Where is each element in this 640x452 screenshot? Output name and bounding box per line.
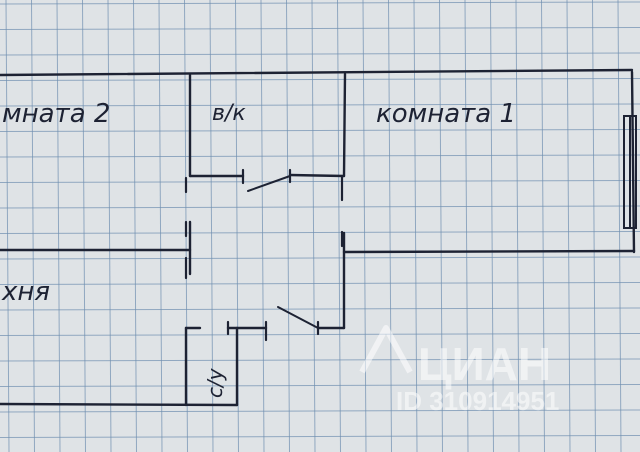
- grid-line-vertical: [158, 0, 163, 452]
- grid-line-horizontal: [0, 435, 640, 438]
- corridor-door-leaf: [277, 306, 319, 329]
- grid-line-horizontal: [0, 154, 640, 158]
- kitchen-label: хня: [1, 277, 50, 307]
- cian-watermark: ЦИАН ID 310914951: [359, 325, 559, 416]
- grid-line-horizontal: [0, 282, 640, 285]
- room1-bottom-wall: [342, 249, 636, 254]
- grid-line-horizontal: [0, 78, 640, 81]
- wc-bottom-wall-right: [288, 173, 346, 178]
- window: [623, 115, 637, 229]
- bathroom-label: с/у: [203, 367, 227, 398]
- grid-line-vertical: [413, 0, 418, 452]
- grid-line-vertical: [311, 0, 316, 452]
- grid-line-horizontal: [0, 52, 640, 56]
- grid-line-horizontal: [0, 129, 640, 132]
- grid-line-vertical: [617, 0, 622, 452]
- kitchen-bottom-wall: [0, 402, 239, 407]
- grid-line-vertical: [566, 0, 571, 452]
- wc-door-leaf: [247, 175, 291, 192]
- top-wall: [0, 68, 634, 77]
- grid-line-horizontal: [0, 103, 640, 107]
- room2-label: мната 2: [2, 99, 110, 129]
- door-jambs: [184, 168, 344, 342]
- walls: [0, 68, 636, 407]
- grid-line-horizontal: [0, 256, 640, 260]
- grid-line-vertical: [515, 0, 520, 452]
- doors: [247, 175, 319, 329]
- grid-line-horizontal: [0, 307, 640, 311]
- grid-line-vertical: [362, 0, 367, 452]
- grid-line-vertical: [133, 0, 137, 452]
- grid-line-horizontal: [0, 231, 640, 234]
- wc-label: в/к: [212, 101, 246, 126]
- right-wall: [630, 70, 636, 254]
- grid-line-vertical: [337, 0, 341, 452]
- room1-label: комната 1: [376, 99, 516, 129]
- grid-line-vertical: [260, 0, 265, 452]
- grid-line-horizontal: [0, 384, 640, 387]
- grid-line-vertical: [286, 0, 290, 452]
- grid-line-vertical: [541, 0, 545, 452]
- grid-line-vertical: [592, 0, 596, 452]
- grid-line-horizontal: [0, 1, 640, 5]
- grid-line-horizontal: [0, 180, 640, 183]
- grid-line-vertical: [388, 0, 392, 452]
- grid-line-horizontal: [0, 409, 640, 413]
- grid-line-vertical: [439, 0, 443, 452]
- grid-line-vertical: [209, 0, 214, 452]
- cian-logo-icon: [359, 325, 413, 374]
- grid-line-horizontal: [0, 205, 640, 209]
- watermark-id: ID 310914951: [396, 386, 559, 416]
- grid-line-horizontal: [0, 27, 640, 30]
- grid-line-vertical: [490, 0, 494, 452]
- grid-line-horizontal: [0, 333, 640, 336]
- wc-room1-partition: [342, 72, 347, 178]
- grid-line-horizontal: [0, 358, 640, 362]
- watermark-brand: ЦИАН: [418, 338, 551, 390]
- grid-line-vertical: [464, 0, 469, 452]
